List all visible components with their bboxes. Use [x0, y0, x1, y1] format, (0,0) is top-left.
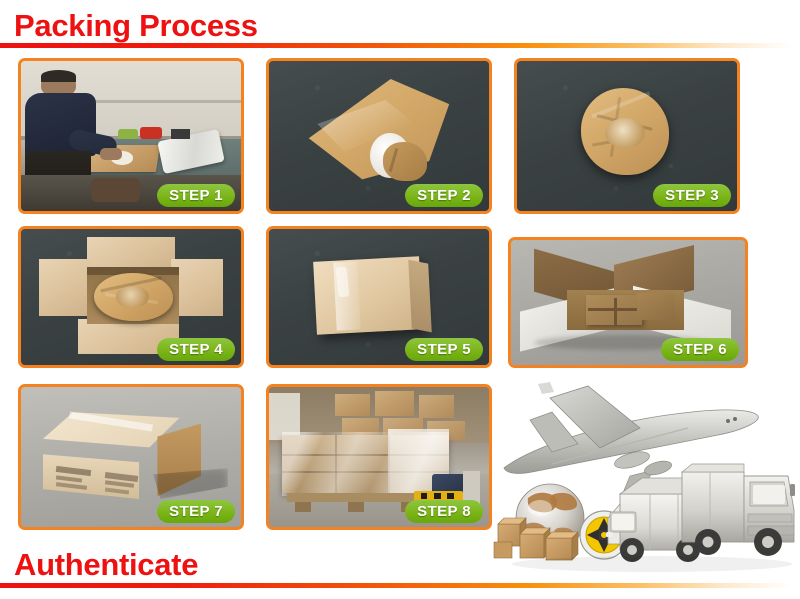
step-photo-4[interactable]: STEP 4: [18, 226, 244, 368]
cargo-truck-icon: [681, 463, 795, 556]
step-badge-8: STEP 8: [405, 500, 483, 523]
step-photo-5[interactable]: STEP 5: [266, 226, 492, 368]
step-photo-2[interactable]: STEP 2: [266, 58, 492, 214]
title-divider-bottom: [0, 583, 800, 588]
step-badge-7: STEP 7: [157, 500, 235, 523]
cardboard-boxes-icon: [493, 517, 579, 561]
step-8-scene: [269, 387, 489, 527]
step-badge-6: STEP 6: [661, 338, 739, 361]
page-title-authenticate: Authenticate: [14, 547, 199, 582]
step-badge-3: STEP 3: [653, 184, 731, 207]
step-3-scene: [517, 61, 737, 211]
step-6-scene: [511, 240, 745, 365]
step-badge-2: STEP 2: [405, 184, 483, 207]
shipping-methods-illustration: [492, 372, 797, 580]
airplane-icon: [503, 382, 759, 501]
step-photo-6[interactable]: STEP 6: [508, 237, 748, 368]
step-badge-4: STEP 4: [157, 338, 235, 361]
step-photo-3[interactable]: STEP 3: [514, 58, 740, 214]
step-badge-5: STEP 5: [405, 338, 483, 361]
step-photo-8[interactable]: STEP 8: [266, 384, 492, 530]
title-divider-top: [0, 43, 800, 48]
step-badge-1: STEP 1: [157, 184, 235, 207]
step-photo-1[interactable]: STEP 1: [18, 58, 244, 214]
page-title-packing-process: Packing Process: [14, 8, 258, 43]
step-photo-7[interactable]: STEP 7: [18, 384, 244, 530]
